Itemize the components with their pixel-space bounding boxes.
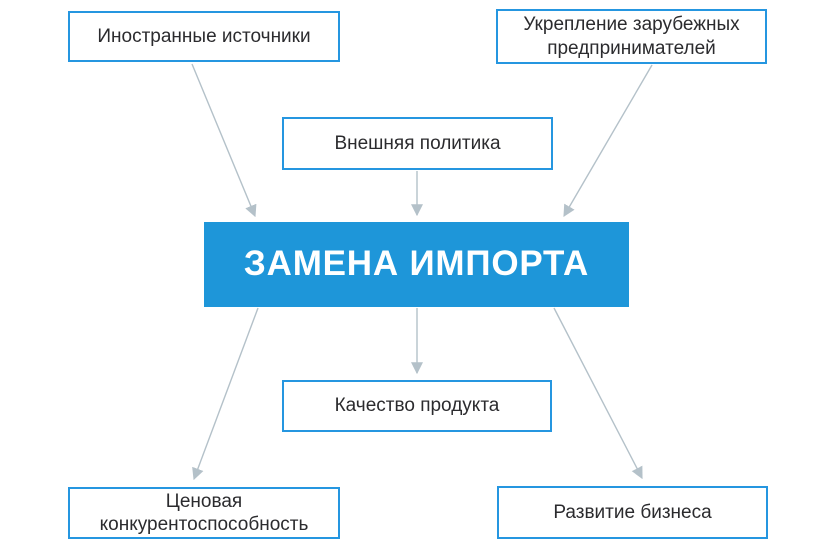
node-foreign-entrepreneurs: Укрепление зарубежных предпринимателей: [496, 9, 767, 64]
arrow-foreign-entrepreneurs-to-import-substitution: [563, 64, 653, 218]
node-import-substitution: ЗАМЕНА ИМПОРТА: [204, 222, 629, 307]
arrow-import-substitution-to-price-competitiveness: [192, 307, 259, 481]
node-product-quality-label: Качество продукта: [334, 395, 500, 417]
node-foreign-policy-label: Внешняя политика: [334, 132, 501, 154]
arrow-foreign-sources-to-import-substitution: [191, 63, 257, 218]
node-foreign-sources: Иностранные источники: [68, 11, 340, 62]
node-business-development-label: Развитие бизнеса: [553, 501, 712, 523]
node-foreign-entrepreneurs-label: Укрепление зарубежных предпринимателей: [523, 14, 740, 59]
node-foreign-sources-label: Иностранные источники: [97, 25, 311, 47]
node-price-competitiveness: Ценовая конкурентоспособность: [68, 487, 340, 539]
node-foreign-policy: Внешняя политика: [282, 117, 553, 170]
node-business-development: Развитие бизнеса: [497, 486, 768, 539]
node-product-quality: Качество продукта: [282, 380, 552, 432]
node-price-competitiveness-label: Ценовая конкурентоспособность: [99, 490, 309, 535]
arrow-import-substitution-to-business-development: [553, 307, 643, 480]
node-import-substitution-label: ЗАМЕНА ИМПОРТА: [243, 244, 590, 284]
